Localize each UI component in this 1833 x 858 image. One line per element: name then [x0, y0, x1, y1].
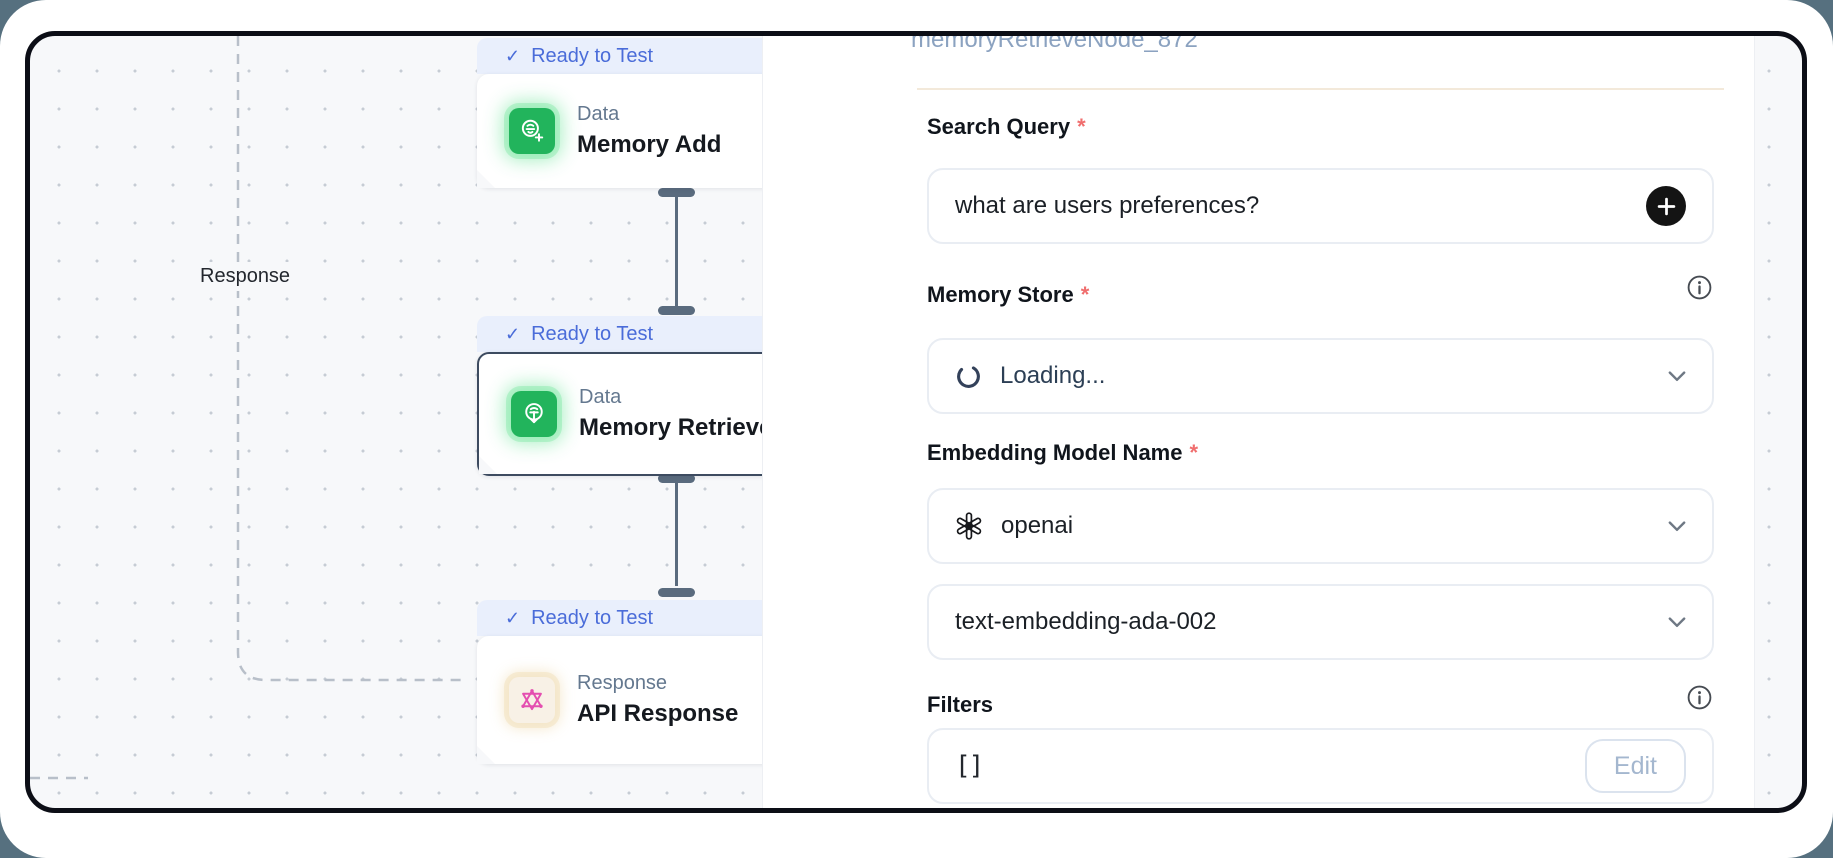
connector-wire [675, 482, 678, 586]
search-query-value: what are users preferences? [955, 192, 1260, 219]
node-properties-panel: memoryRetrieveNode_872 Search Query* wha… [762, 36, 1755, 808]
filters-value: [] [955, 751, 984, 781]
status-badge-label: Ready to Test [531, 44, 654, 67]
input-port-handle[interactable] [658, 588, 695, 597]
memory-retrieve-icon [511, 391, 557, 437]
chevron-down-icon [1668, 616, 1686, 627]
workflow-app-frame: Response ✓ Ready to Test Data [25, 31, 1807, 813]
card-chamfer [477, 170, 495, 188]
embedding-model-value: text-embedding-ada-002 [955, 608, 1217, 635]
status-badge-label: Ready to Test [531, 606, 654, 629]
spinner-icon [957, 364, 980, 388]
node-title: API Response [577, 700, 739, 727]
filters-label: Filters [927, 692, 994, 717]
chevron-down-icon [1668, 520, 1686, 531]
filters-edit-button[interactable]: Edit [1584, 739, 1686, 793]
search-query-input[interactable]: what are users preferences? [927, 168, 1714, 244]
input-port-handle[interactable] [658, 306, 695, 315]
connector-wire [675, 196, 678, 308]
card-chamfer [477, 746, 495, 764]
openai-logo-icon [956, 512, 982, 540]
required-mark: * [1189, 440, 1199, 465]
memory-store-value: Loading... [1000, 362, 1106, 389]
plus-icon [1657, 197, 1675, 215]
memory-store-label: Memory Store* [927, 282, 1090, 307]
card-chamfer [479, 456, 497, 474]
node-meta: Data Memory Add [577, 103, 721, 159]
node-category: Response [577, 672, 668, 694]
status-badge-label: Ready to Test [531, 322, 654, 345]
check-icon: ✓ [505, 45, 521, 66]
embedding-model-label: Embedding Model Name* [927, 440, 1199, 465]
node-title: Memory Add [577, 131, 722, 158]
node-meta: Response API Response [577, 672, 738, 728]
dashed-edge-paths [30, 36, 466, 780]
node-category: Data [579, 386, 622, 408]
required-mark: * [1077, 114, 1086, 139]
node-title: Memory Retrieve [579, 414, 773, 441]
check-icon: ✓ [505, 607, 521, 628]
memory-store-info-icon[interactable] [1686, 274, 1713, 301]
search-query-label: Search Query* [927, 114, 1086, 139]
output-port-handle[interactable] [658, 188, 695, 197]
add-variable-button[interactable] [1646, 186, 1686, 226]
memory-store-select[interactable]: Loading... [927, 338, 1714, 414]
node-category: Data [577, 103, 620, 125]
edge-label-response: Response [190, 262, 301, 291]
check-icon: ✓ [505, 323, 521, 344]
node-meta: Data Memory Retrieve [579, 386, 772, 442]
embedding-provider-select[interactable]: openai [927, 488, 1714, 564]
filters-field[interactable]: [] Edit [927, 728, 1714, 804]
output-port-handle[interactable] [658, 474, 695, 483]
embedding-provider-value: openai [1001, 512, 1074, 539]
node-id-title: memoryRetrieveNode_872 [911, 31, 1198, 53]
panel-divider [917, 88, 1724, 90]
embedding-model-select[interactable]: text-embedding-ada-002 [927, 584, 1714, 660]
api-response-icon [509, 677, 555, 723]
chevron-down-icon [1668, 370, 1686, 381]
memory-add-icon [509, 108, 555, 154]
required-mark: * [1080, 282, 1090, 307]
filters-info-icon[interactable] [1686, 684, 1713, 711]
